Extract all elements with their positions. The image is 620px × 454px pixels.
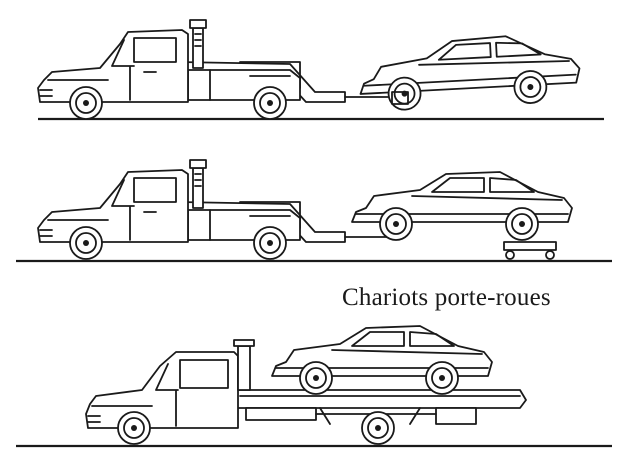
- sedan-car-icon: [272, 326, 492, 394]
- wheel-dolly-icon: [503, 241, 557, 260]
- flatbed-truck-icon: [16, 326, 612, 448]
- tow-truck-wheel-lift-icon: [38, 20, 604, 121]
- tow-truck-with-dollies-icon: [16, 160, 612, 263]
- dollies-label: Chariots porte-roues: [342, 284, 551, 311]
- sedan-car-icon: [352, 172, 572, 240]
